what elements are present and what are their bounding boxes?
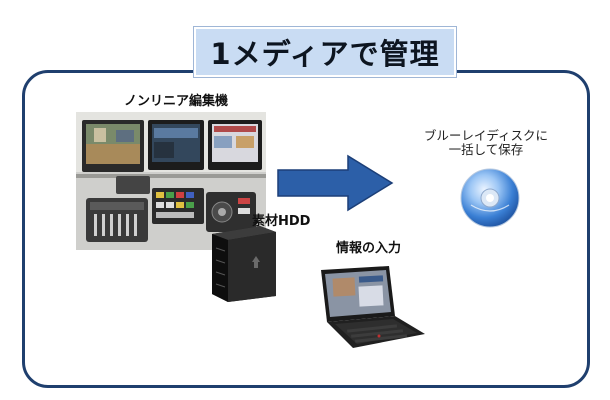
diagram-title: 1メディアで管理 (210, 37, 440, 71)
label-hdd: 素材HDD (252, 214, 311, 229)
label-bluray: ブルーレイディスクに 一括して保存 (412, 128, 560, 158)
laptop-icon (321, 266, 425, 348)
editing-workstation-icon (76, 112, 266, 250)
label-nle: ノンリニア編集機 (124, 94, 229, 109)
title-box: 1メディアで管理 (193, 26, 457, 78)
label-info-input: 情報の入力 (336, 241, 402, 256)
label-bluray-line1: ブルーレイディスクに (423, 128, 549, 143)
bluray-disc-icon (460, 168, 520, 228)
label-bluray-line2: 一括して保存 (448, 142, 524, 158)
right-arrow-icon (277, 154, 394, 212)
hard-drive-icon (212, 226, 276, 302)
